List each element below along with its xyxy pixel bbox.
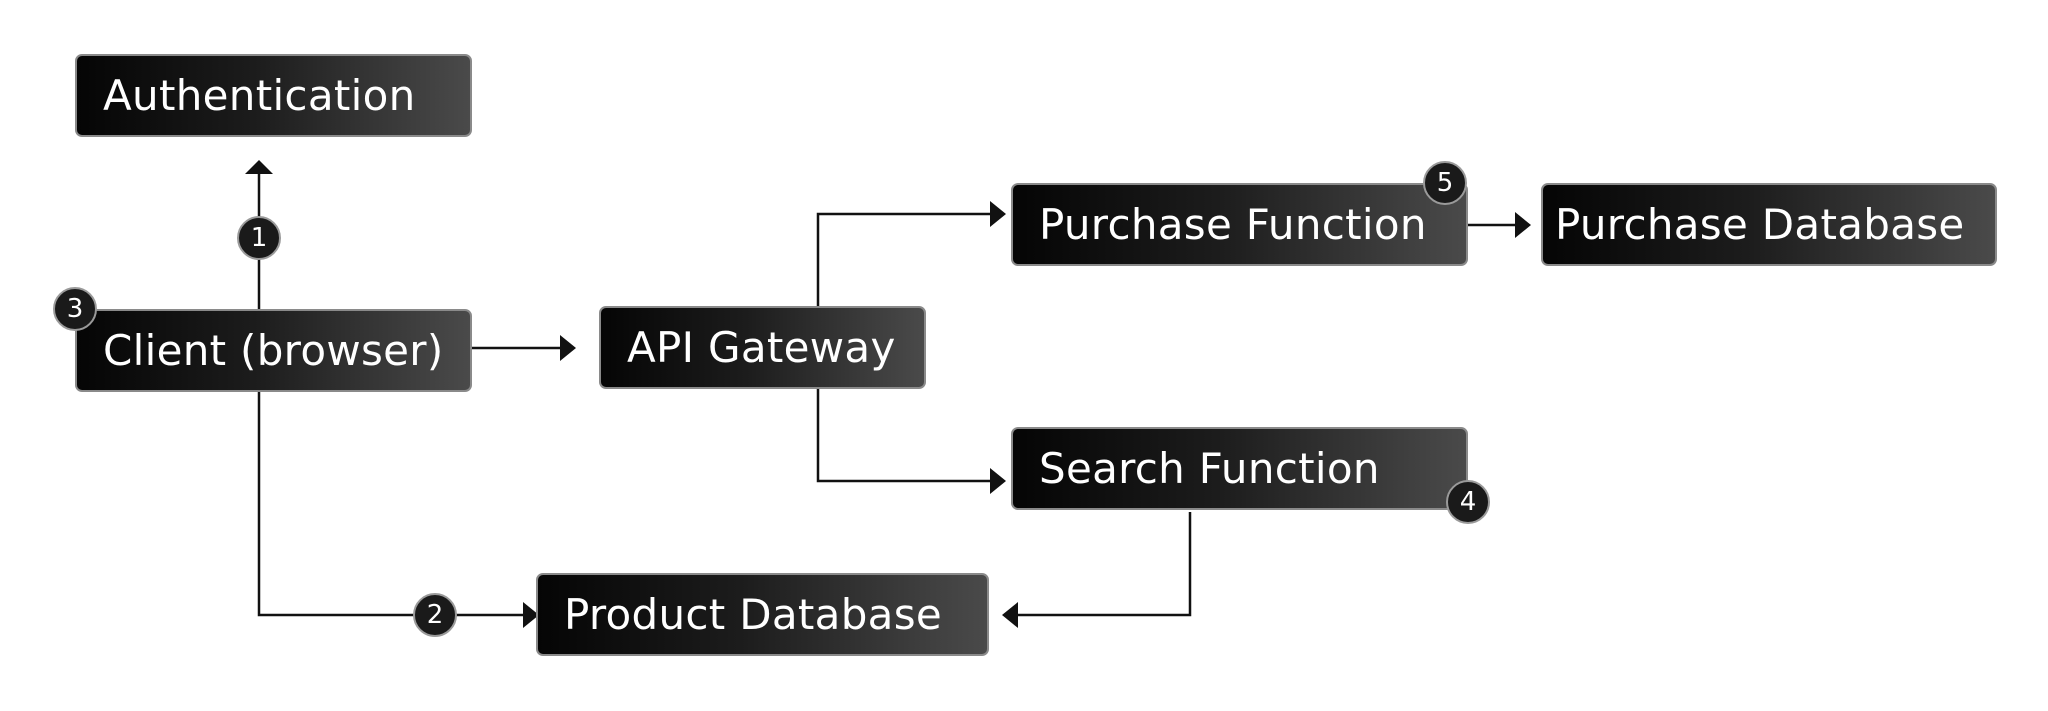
purchase-function-node[interactable]: Purchase Function [1011, 183, 1468, 266]
arrowhead-search-function [990, 468, 1006, 494]
authentication-label: Authentication [103, 71, 416, 120]
step-badge-2-label: 2 [426, 600, 444, 630]
arrowhead-product-database-right [1002, 602, 1018, 628]
edge-client-to-product-database [257, 391, 523, 617]
purchase-database-node[interactable]: Purchase Database [1541, 183, 1997, 266]
product-database-node[interactable]: Product Database [536, 573, 989, 656]
edge-search-function-to-product-database [1018, 512, 1192, 617]
search-function-node[interactable]: Search Function [1011, 427, 1468, 510]
api-gateway-node[interactable]: API Gateway [599, 306, 926, 389]
arrowhead-purchase-database [1515, 212, 1531, 238]
arrowhead-product-database-left [523, 602, 539, 628]
search-function-label: Search Function [1039, 444, 1380, 493]
step-badge-1-label: 1 [250, 223, 268, 253]
step-badge-5: 5 [1423, 161, 1467, 205]
edge-api-gateway-to-purchase-function [816, 212, 990, 306]
step-badge-4-label: 4 [1459, 487, 1477, 517]
step-badge-2: 2 [413, 593, 457, 637]
step-badge-3: 3 [53, 287, 97, 331]
arrowhead-api-gateway [560, 335, 576, 361]
step-badge-4: 4 [1446, 480, 1490, 524]
product-database-label: Product Database [564, 590, 943, 639]
arrowhead-purchase-function [990, 201, 1006, 227]
api-gateway-label: API Gateway [627, 323, 896, 372]
step-badge-1: 1 [237, 216, 281, 260]
client-label: Client (browser) [103, 326, 444, 375]
client-node[interactable]: Client (browser) [75, 309, 472, 392]
step-badge-5-label: 5 [1436, 168, 1454, 198]
purchase-database-label: Purchase Database [1555, 200, 1965, 249]
step-badge-3-label: 3 [66, 294, 84, 324]
authentication-node[interactable]: Authentication [75, 54, 472, 137]
purchase-function-label: Purchase Function [1039, 200, 1427, 249]
arrowhead-authentication [245, 160, 273, 174]
edge-api-gateway-to-search-function [816, 389, 990, 483]
